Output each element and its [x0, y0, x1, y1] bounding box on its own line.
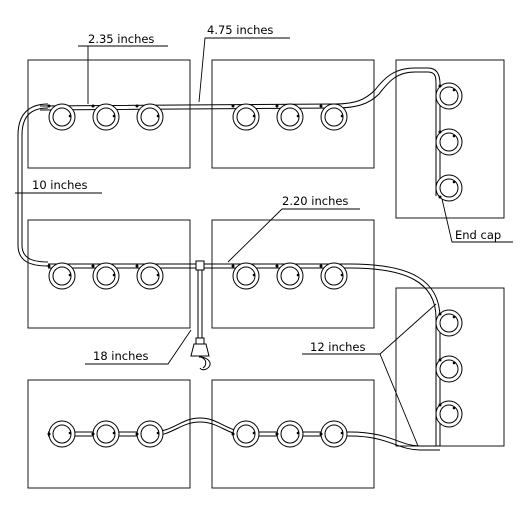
label-end-cap: End cap	[455, 228, 501, 242]
label-2-35-inches: 2.35 inches	[88, 32, 154, 46]
fill-nozzle	[190, 337, 211, 371]
dimension-leaders	[15, 37, 513, 447]
label-4-75-inches: 4.75 inches	[207, 23, 273, 37]
label-10-inches: 10 inches	[32, 178, 87, 192]
label-18-inches: 18 inches	[93, 349, 148, 363]
watering-tubing	[17, 67, 441, 451]
cell-valves	[47, 82, 463, 448]
tee-fitting	[195, 260, 205, 271]
label-12-inches: 12 inches	[310, 340, 365, 354]
label-2-20-inches: 2.20 inches	[282, 194, 348, 208]
